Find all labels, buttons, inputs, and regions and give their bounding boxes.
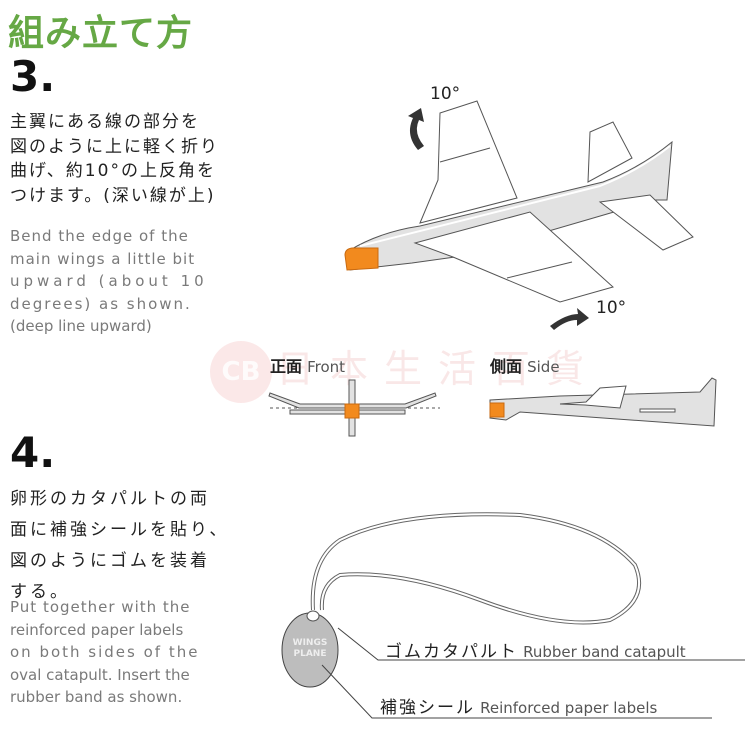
step-4-jp-text: 卵形のカタパルトの両 面に補強シールを貼り、 図のようにゴムを装着 する。: [10, 489, 230, 602]
orange-nose-cap: [344, 247, 379, 271]
catapult-label-line-1: WINGS: [293, 638, 328, 648]
curved-arrow-up-icon: [408, 108, 424, 150]
callout-line-2: [321, 664, 712, 719]
step-4-en-text: Put together with the reinforced paper l…: [10, 598, 200, 706]
side-view-diagram: [489, 377, 717, 427]
step-4-number: 4.: [10, 428, 56, 477]
far-tailplane: [587, 121, 633, 183]
callout-line-1: [337, 627, 745, 661]
step-3-number: 3.: [10, 52, 56, 101]
step-3-jp-text: 主翼にある線の部分を 図のように上に軽く折り 曲げ、約10°の上反角を つけます…: [10, 112, 219, 206]
front-view-diagram: [268, 379, 440, 437]
catapult-label-line-2: PLANE: [294, 649, 327, 659]
front-view-label: 正面 Front: [270, 357, 346, 376]
step-3-en-text: Bend the edge of the main wings a little…: [10, 227, 208, 335]
angle-label-bottom: 10°: [596, 298, 627, 318]
airplane-3d-illustration: [344, 100, 694, 303]
near-tailplane: [598, 194, 694, 251]
rubber-band-catapult-label: ゴムカタパルト Rubber band catapult: [385, 642, 686, 662]
page-title: 組み立て方: [8, 13, 194, 54]
side-view-label: 側面 Side: [490, 357, 560, 376]
far-wing: [419, 100, 518, 224]
angle-label-top: 10°: [430, 84, 461, 104]
near-wing: [413, 211, 615, 303]
reinforced-labels-label: 補強シール Reinforced paper labels: [380, 698, 658, 718]
curved-arrow-up-icon-bottom: [550, 308, 589, 330]
catapult-illustration: [281, 512, 745, 719]
